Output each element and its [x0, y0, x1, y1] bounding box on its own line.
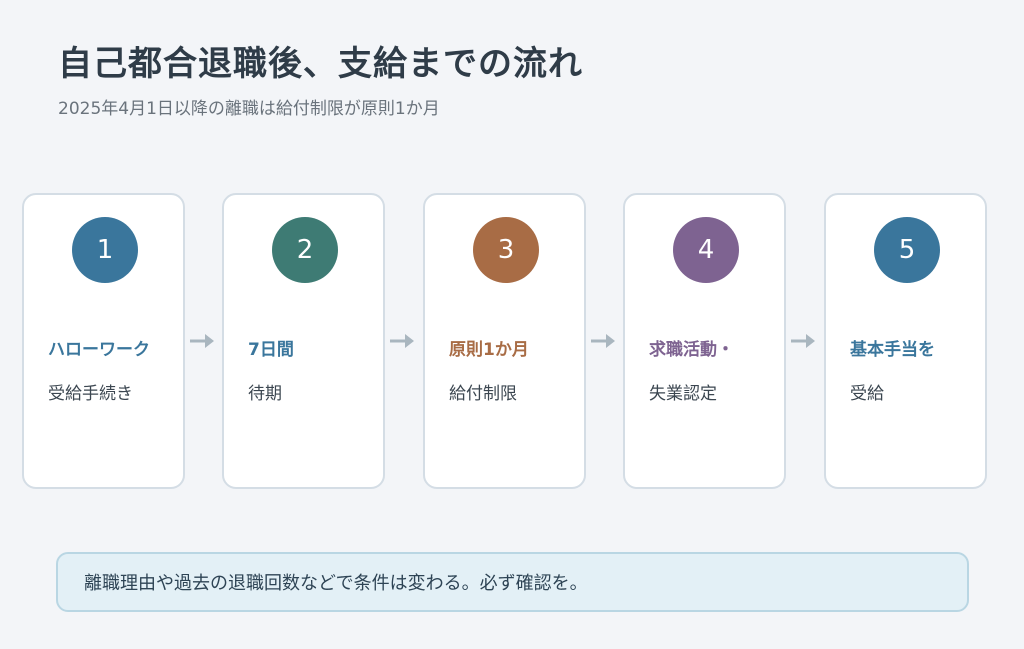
step-description: 給付制限	[449, 384, 517, 404]
step-title: 7日間	[248, 340, 294, 360]
step-number-badge: 2	[272, 217, 338, 283]
step-card-2: 2 7日間 待期	[222, 193, 385, 489]
step-description: 受給手続き	[48, 384, 133, 404]
arrow-right-icon	[591, 334, 615, 348]
step-description: 待期	[248, 384, 282, 404]
step-number-badge: 1	[72, 217, 138, 283]
step-title: 求職活動・	[649, 340, 734, 360]
step-number-badge: 5	[874, 217, 940, 283]
step-card-4: 4 求職活動・ 失業認定	[623, 193, 786, 489]
page-title: 自己都合退職後、支給までの流れ	[58, 44, 583, 84]
arrow-right-icon	[791, 334, 815, 348]
step-card-1: 1 ハローワーク 受給手続き	[22, 193, 185, 489]
step-number-badge: 4	[673, 217, 739, 283]
page-subtitle: 2025年4月1日以降の離職は給付制限が原則1か月	[58, 99, 440, 119]
arrow-right-icon	[190, 334, 214, 348]
step-description: 失業認定	[649, 384, 717, 404]
step-title: 原則1か月	[449, 340, 529, 360]
arrow-right-icon	[390, 334, 414, 348]
step-title: 基本手当を	[850, 340, 935, 360]
step-card-5: 5 基本手当を 受給	[824, 193, 987, 489]
note-box: 離職理由や過去の退職回数などで条件は変わる。必ず確認を。	[56, 552, 969, 612]
step-title: ハローワーク	[48, 340, 150, 360]
step-description: 受給	[850, 384, 884, 404]
step-card-3: 3 原則1か月 給付制限	[423, 193, 586, 489]
step-number-badge: 3	[473, 217, 539, 283]
